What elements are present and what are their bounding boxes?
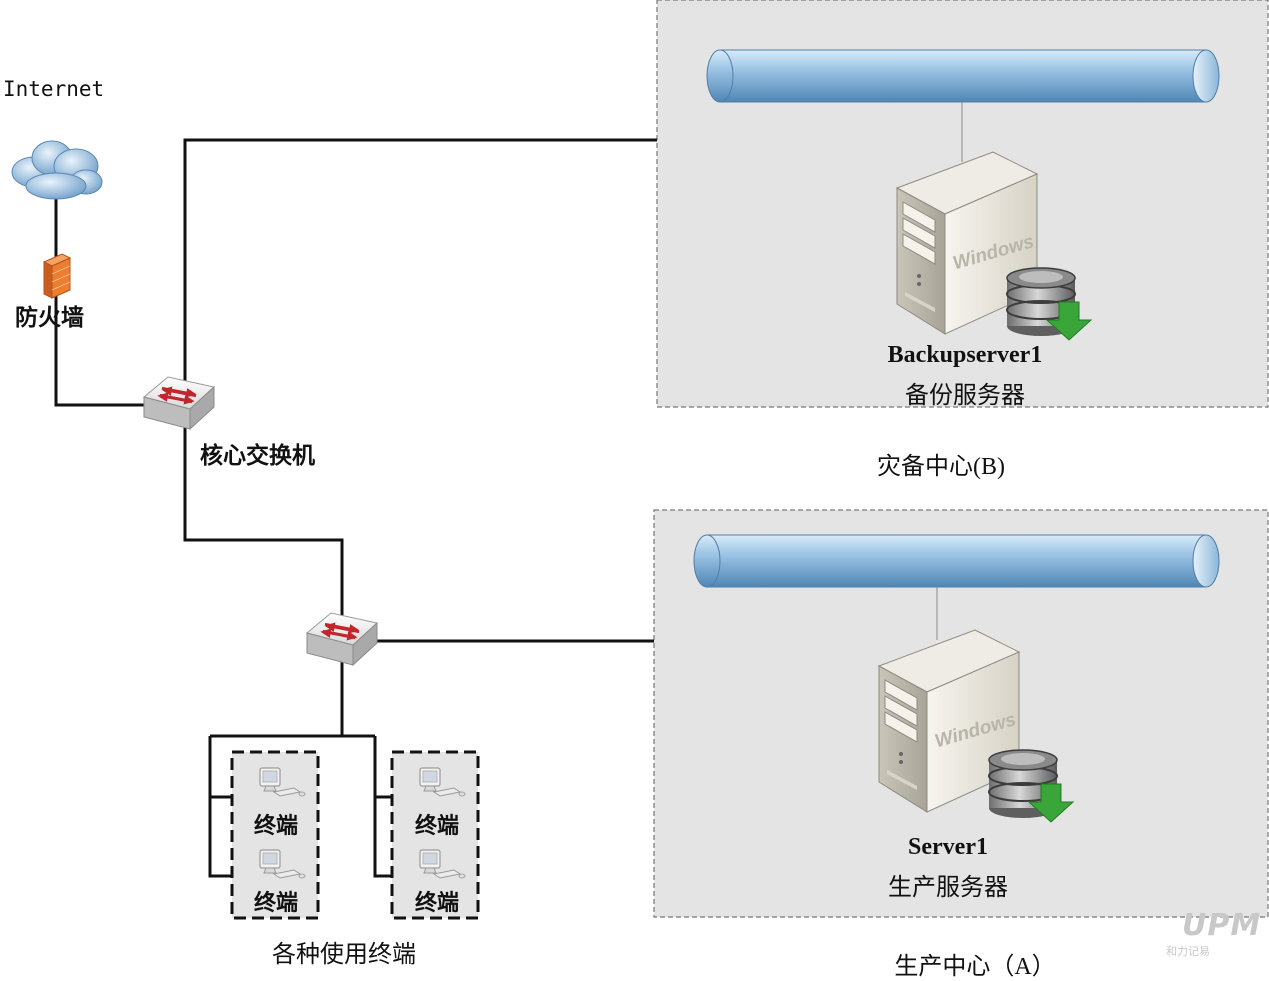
backup-server-name: Backupserver1: [887, 342, 1043, 368]
watermark-text: 和力记易: [1166, 945, 1210, 958]
access-switch-icon: [305, 611, 379, 667]
production-server-role: 生产服务器: [888, 875, 1008, 901]
terminal-label: 终端: [253, 891, 299, 916]
production-server-icon: Windows: [878, 629, 1020, 813]
internet-cloud-icon: [11, 140, 103, 200]
terminal-group-label: 各种使用终端: [272, 942, 416, 968]
firewall-label: 防火墙: [15, 305, 84, 331]
network-links: [54, 138, 657, 878]
core-switch-icon: [142, 375, 216, 431]
terminal-group-left: [230, 750, 320, 920]
core-switch-label: 核心交换机: [200, 443, 315, 469]
terminal-label: 终端: [414, 814, 460, 839]
production-bus-pipe: [693, 534, 1220, 588]
firewall-icon: [42, 253, 72, 299]
backup-bus-pipe: [706, 49, 1220, 103]
production-server-name: Server1: [908, 834, 988, 860]
backup-center-label: 灾备中心(B): [877, 454, 1005, 480]
terminal-label: 终端: [414, 891, 460, 916]
internet-label: Internet: [3, 77, 105, 101]
production-center-label: 生产中心（A）: [894, 954, 1056, 980]
backup-server-role: 备份服务器: [905, 383, 1025, 409]
terminal-label: 终端: [253, 814, 299, 839]
backup-server-icon: Windows: [896, 151, 1038, 335]
terminal-group-right: [390, 750, 480, 920]
watermark-logo: UPM: [1182, 908, 1262, 943]
